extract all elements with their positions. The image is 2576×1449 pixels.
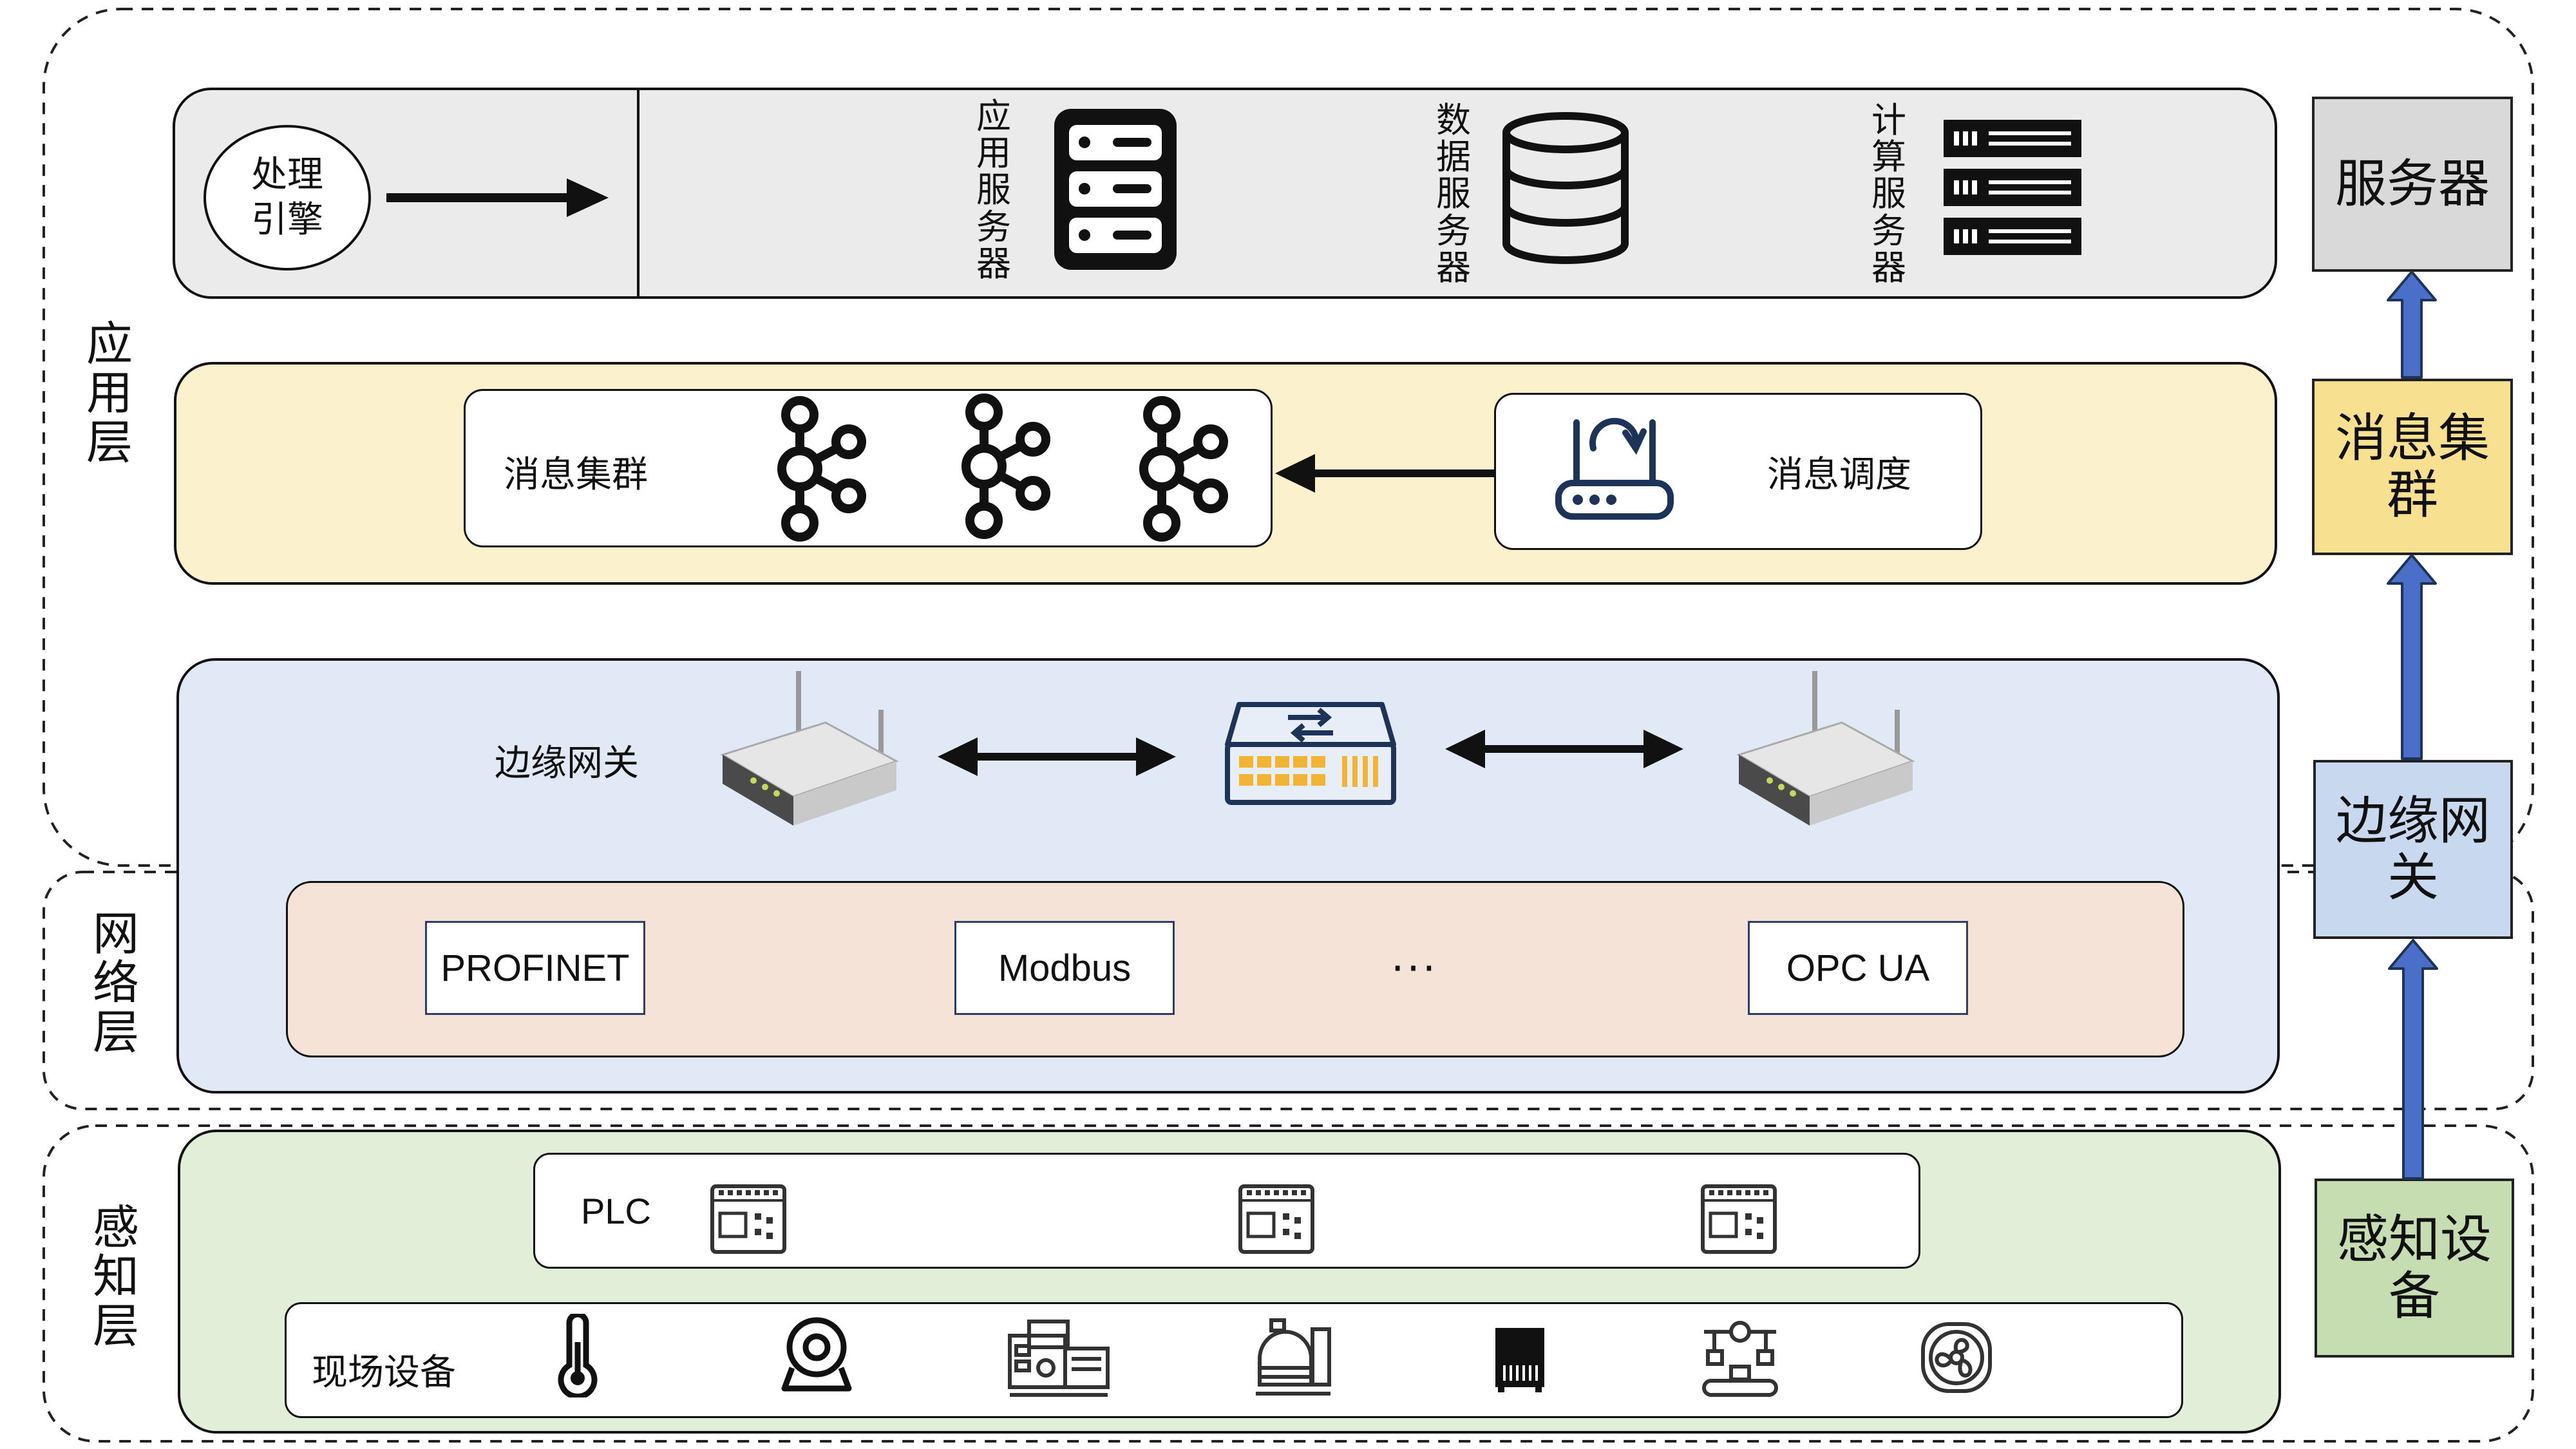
network-switch-icon [1225,702,1396,805]
layer-label-network: 网络层 [90,909,142,1057]
vertical-char: 务 [1871,210,1906,251]
vertical-char: 计 [1871,100,1906,140]
tank-icon [1256,1318,1331,1396]
protocol-ellipsis: ··· [1391,945,1439,993]
vertical-char: 务 [976,206,1011,247]
camera-icon [781,1317,852,1392]
wifi-router-icon [720,671,899,826]
vertical-char: 用 [86,366,133,421]
layer-label-application: 应用层 [84,319,135,467]
vertical-char: 据 [1436,137,1471,178]
plc-module-icon [1701,1184,1777,1254]
data-server-label: 数据服务器 [1431,102,1476,286]
vertical-char: 器 [1436,247,1471,288]
arrow-right-icon [386,178,609,217]
kafka-icon [961,393,1050,539]
vertical-char: 器 [1871,247,1906,288]
side-device-box: 感知设备 [2315,1179,2514,1358]
server-rack-icon [1054,109,1177,270]
vertical-char: 层 [92,1298,139,1353]
kafka-icon [777,396,866,542]
protocol-opc-ua: OPC UA [1748,921,1968,1015]
processing-engine-label: 处理 引擎 [251,154,323,241]
vertical-char: 络 [92,956,139,1010]
vertical-char: 算 [1871,137,1906,178]
kafka-icon [1139,396,1228,542]
vertical-char: 应 [86,317,133,371]
vertical-char: 器 [976,243,1011,284]
blue-arrow-up-icon [2387,270,2437,379]
fan-icon [1921,1322,1992,1393]
plc-module-icon [1238,1184,1314,1254]
blue-arrow-up-icon [2388,939,2438,1180]
server-band-divider [637,90,639,296]
side-gateway-box: 边缘网关 [2313,760,2513,939]
vertical-char: 知 [92,1249,139,1304]
vertical-char: 用 [976,133,1011,174]
plc-label: PLC [581,1191,651,1231]
vertical-char: 数 [1436,100,1471,140]
edge-gateway-label: 边缘网关 [495,743,639,784]
app-server-label: 应用服务器 [971,98,1016,282]
double-arrow-icon [938,737,1176,776]
field-device-label: 现场设备 [312,1352,456,1394]
vertical-char: 服 [976,169,1011,211]
vertical-char: 务 [1436,210,1471,251]
robot-arm-icon [1702,1321,1778,1397]
processing-engine-node: 处理 引擎 [204,125,371,270]
double-arrow-icon [1445,730,1683,768]
blue-arrow-up-icon [2387,554,2437,760]
vertical-char: 应 [976,96,1011,137]
protocol-modbus: Modbus [954,921,1175,1015]
protocol-profinet: PROFINET [425,921,645,1015]
message-cluster-label: 消息集群 [504,454,648,496]
cabinet-icon [1495,1328,1544,1392]
side-server-box: 服务器 [2312,97,2513,272]
vertical-char: 感 [92,1200,139,1255]
vertical-char: 层 [86,415,133,469]
message-dispatch-label: 消息调度 [1767,454,1911,496]
compute-server-label: 计算服务器 [1866,102,1911,286]
router-icon [1555,417,1674,520]
plc-module-icon [710,1184,786,1254]
vertical-char: 层 [92,1005,139,1059]
compute-server-icon [1944,120,2081,255]
arrow-left-icon [1275,454,1497,493]
database-icon [1502,112,1629,264]
vertical-char: 网 [92,907,139,961]
field-device-box [285,1302,2183,1418]
vertical-char: 服 [1436,173,1471,214]
machine-icon [1008,1320,1110,1397]
layer-label-perception: 感知层 [90,1203,142,1350]
wifi-router-icon [1736,671,1915,826]
vertical-char: 服 [1871,173,1906,214]
thermometer-icon [558,1314,598,1397]
message-cluster-box [464,389,1273,547]
side-message-box: 消息集群 [2312,379,2513,555]
